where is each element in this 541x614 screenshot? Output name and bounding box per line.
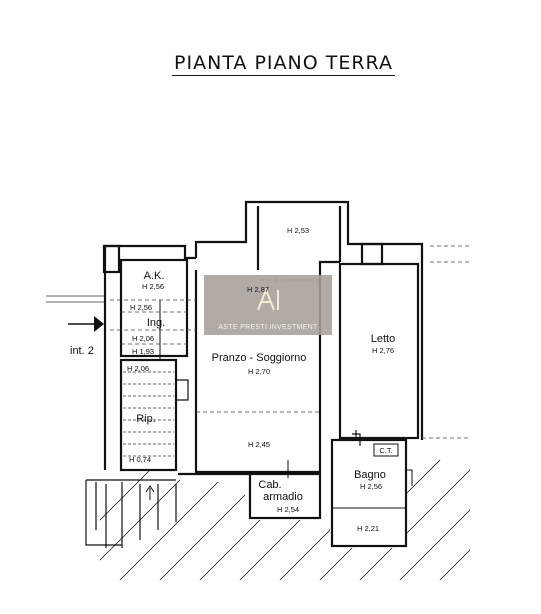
room-bagno-height: H 2,56 [360,482,382,491]
room-ct-name: C.T. [379,446,392,455]
walls [102,200,424,548]
room-rip-height-bot: H 0,74 [129,455,151,464]
room-rip-name: Rip. [136,413,156,425]
room-cab-name-line1: Cab. [258,479,281,491]
stair-landing [176,379,189,401]
room-ing-height-bot: H 1,93 [132,347,154,356]
room-pranzo-low-height: H 2,45 [248,440,270,449]
ct-box [373,443,399,457]
bagno-inner [332,469,413,509]
watermark: ASTE PRESTI INVESTMENT [204,275,332,335]
entry-arrow-head-icon [94,316,104,332]
room-rip-height-top: H 2,06 [127,364,149,373]
room-letto-height: H 2,76 [372,346,394,355]
room-ak-name: A.K. [144,270,165,282]
room-bagno-name: Bagno [354,469,386,481]
room-upper-height: H 2,53 [287,226,309,235]
room-bagno-height-low: H 2,21 [357,524,379,533]
window-bagno-icon [352,430,361,446]
stair-arrow-icon [145,485,155,500]
room-cab-height: H 2,54 [277,505,299,514]
room-pranzo-name: Pranzo - Soggiorno [212,352,307,364]
watermark-logo-icon [257,287,279,311]
room-pranzo-top-height: H 2,87 [247,285,269,294]
room-ak-height: H 2,56 [142,282,164,291]
room-ing-height-top: H 2,56 [130,303,152,312]
room-cab-name-line2: armadio [263,491,303,503]
room-letto-name: Letto [371,333,395,345]
watermark-text: ASTE PRESTI INVESTMENT [218,324,318,331]
room-ing-height-mid: H 2,06 [132,334,154,343]
plan-title: PIANTA PIANO TERRA [0,52,541,76]
stairs [123,371,174,457]
int-label: int. 2 [70,345,94,357]
exterior-line [46,295,105,303]
room-pranzo-height: H 2,70 [248,367,270,376]
entry-steps [85,479,177,548]
room-ing-name: Ing. [147,317,165,329]
plan-title-text: PIANTA PIANO TERRA [172,52,395,76]
divider-line [159,300,289,478]
